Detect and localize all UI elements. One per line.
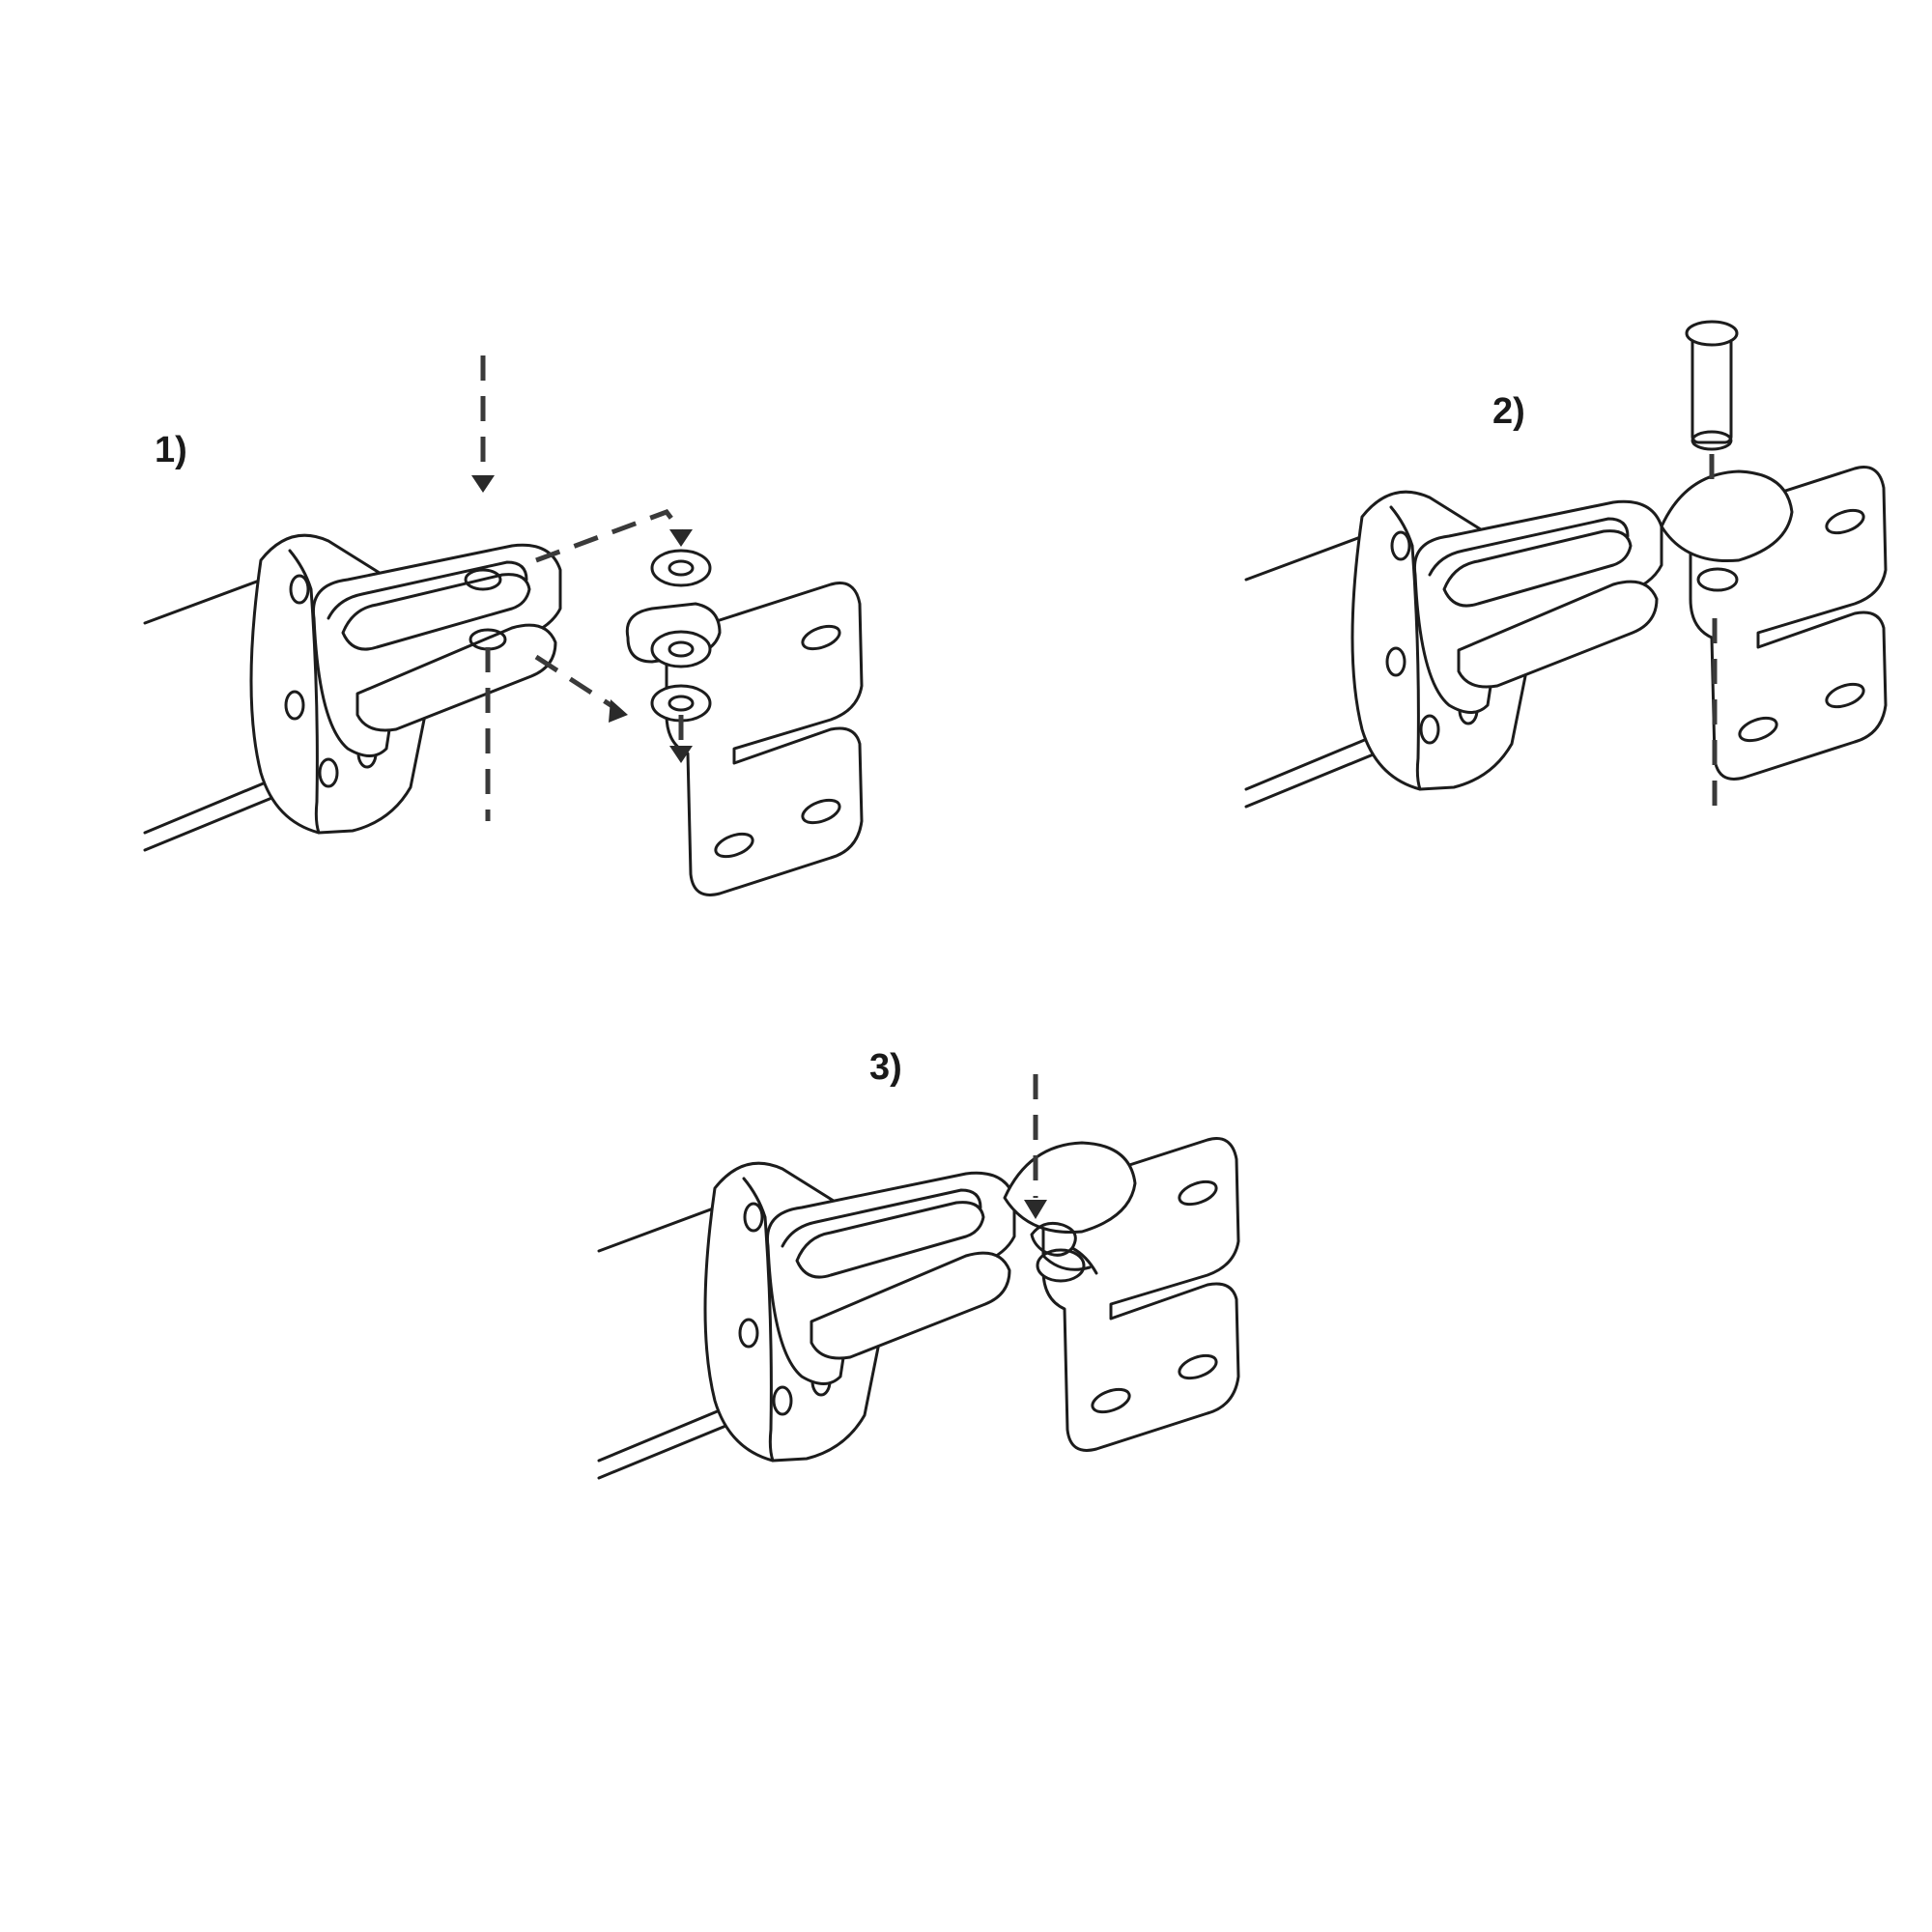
step-1-bracket — [625, 582, 864, 896]
step-3-guide-lines — [1024, 1074, 1047, 1219]
step-3-panel: 3) — [597, 1047, 1240, 1480]
step-2-pin — [1685, 320, 1739, 451]
step-2-label: 2) — [1492, 391, 1525, 432]
step-2-pin-hole — [1696, 567, 1739, 592]
step-1-label: 1) — [155, 430, 187, 470]
step-1-guide-lines — [471, 355, 693, 821]
step-1-upper-washer — [650, 549, 712, 587]
step-3-cotter-pin — [1030, 1221, 1098, 1283]
step-1-panel: 1) — [143, 355, 864, 896]
step-2-assembled-hub — [1660, 469, 1794, 563]
step-3-label: 3) — [869, 1047, 902, 1088]
step-1-actuator — [143, 533, 562, 852]
step-2-actuator — [1244, 490, 1663, 809]
step-1-middle-washer — [650, 630, 712, 668]
step-2-guide-lines — [1709, 454, 1718, 816]
step-2-panel: 2) — [1244, 320, 1888, 816]
step-3-actuator — [597, 1161, 1016, 1480]
